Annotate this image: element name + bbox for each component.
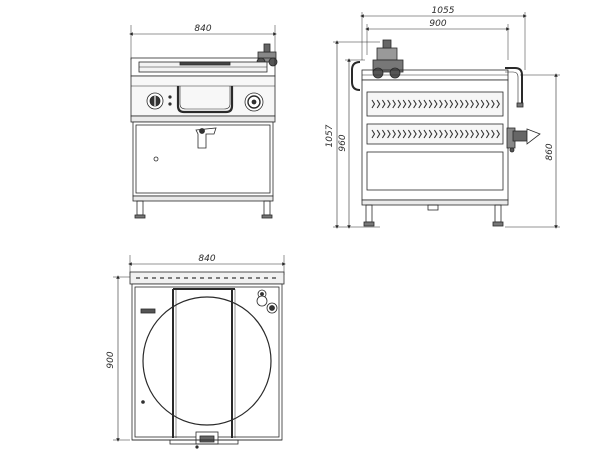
vent-slot <box>387 129 391 139</box>
vent-slot <box>381 99 386 109</box>
vent-slot <box>413 129 417 139</box>
vent-slot <box>459 99 464 109</box>
top-width-label: 840 <box>198 254 215 264</box>
vent-slot <box>376 129 381 139</box>
vent-slot <box>449 129 454 139</box>
vent-slot <box>491 129 495 139</box>
vent-slot <box>491 99 495 109</box>
vent-slot <box>465 129 469 139</box>
vent-slot <box>402 129 407 139</box>
vent-slot <box>444 99 448 109</box>
front-cabinet <box>130 115 276 123</box>
vent-slot <box>480 129 485 139</box>
side-overall-height-label: 1057 <box>325 124 335 147</box>
vent-slot <box>423 99 428 109</box>
vent-slot <box>371 99 376 109</box>
vent-slot <box>444 129 448 139</box>
vent-slot <box>439 129 443 139</box>
vent-slot <box>392 129 396 139</box>
vent-slot <box>371 129 376 139</box>
vent-slot <box>475 99 480 109</box>
vent-slot <box>428 99 433 109</box>
vent-slot <box>470 129 474 139</box>
vent-slot <box>454 129 459 139</box>
vent-slot <box>376 99 381 109</box>
side-view <box>333 12 560 229</box>
vent-slot <box>407 129 412 139</box>
side-body-width-label: 900 <box>429 19 446 29</box>
side-body-height-label: 860 <box>545 143 555 160</box>
vent-slot <box>433 99 438 109</box>
vent-slot <box>418 99 422 109</box>
vent-slot <box>470 99 474 109</box>
vent-slot <box>387 99 391 109</box>
vent-slot <box>381 129 386 139</box>
vent-slot <box>496 129 500 139</box>
side-frame-height-label: 960 <box>338 134 348 151</box>
vent-slot <box>439 99 443 109</box>
vent-slot <box>454 99 459 109</box>
vent-slot <box>485 99 490 109</box>
vent-slot <box>392 99 396 109</box>
vent-slot <box>459 129 464 139</box>
vent-slot <box>423 129 428 139</box>
vent-slot <box>397 129 402 139</box>
top-view <box>113 255 286 449</box>
vent-slot <box>433 129 438 139</box>
vent-slot <box>475 129 480 139</box>
top-depth-label: 900 <box>106 351 116 368</box>
front-view <box>129 25 278 219</box>
vent-slot <box>480 99 485 109</box>
vent-slot <box>496 99 500 109</box>
vent-slot <box>413 99 417 109</box>
vent-slot <box>485 129 490 139</box>
side-overall-width-label: 1055 <box>432 6 455 16</box>
vent-slot <box>402 99 407 109</box>
vent-slot <box>397 99 402 109</box>
vent-slot <box>465 99 469 109</box>
vent-slot <box>407 99 412 109</box>
front-width-label: 840 <box>194 24 211 34</box>
vent-slot <box>449 99 454 109</box>
vent-slot <box>418 129 422 139</box>
round-pan <box>142 296 272 426</box>
vent-slot <box>428 129 433 139</box>
